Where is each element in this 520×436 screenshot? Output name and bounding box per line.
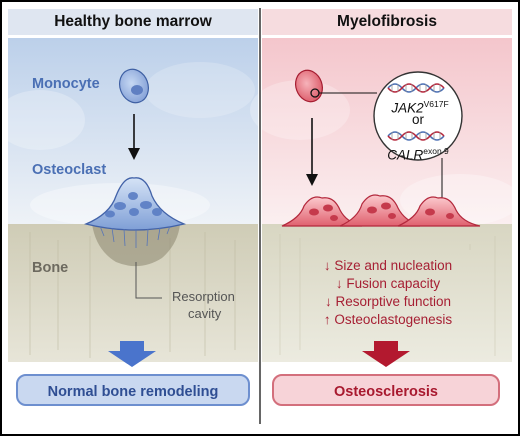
or-label: or xyxy=(411,112,424,127)
jak2-mutation-label: JAK2V617F xyxy=(388,97,452,116)
outcome-arrow-myelofibrosis xyxy=(362,341,410,367)
myelofibrosis-panel-title: Myelofibrosis xyxy=(262,9,512,35)
jak2-variant: V617F xyxy=(423,99,449,109)
effect-item: ↓ Fusion capacity xyxy=(335,276,441,291)
resorption-label-line1: Resorption xyxy=(172,289,235,304)
myelofibrosis-osteoclast xyxy=(397,196,481,227)
healthy-panel-title: Healthy bone marrow xyxy=(8,9,258,35)
differentiation-arrow-healthy xyxy=(128,114,140,160)
resorption-cavity-label: Resorption cavity xyxy=(172,288,235,322)
myelofibrosis-outcome-box: Osteosclerosis xyxy=(272,374,500,406)
monocyte-cell xyxy=(119,68,149,104)
osteoclast-label: Osteoclast xyxy=(32,162,107,178)
monocyte-label: Monocyte xyxy=(32,76,100,92)
effects-list: ↓ Size and nucleation ↓ Fusion capacity … xyxy=(270,257,506,329)
healthy-osteoclast xyxy=(83,177,187,248)
calr-variant: exon 9 xyxy=(423,146,449,156)
dna-helix-icon xyxy=(387,83,445,93)
healthy-outcome-box: Normal bone remodeling xyxy=(16,374,250,406)
mutant-monocyte-cell xyxy=(295,69,323,103)
myelofibrosis-osteoclast xyxy=(339,194,421,227)
bone-label: Bone xyxy=(32,260,69,276)
calr-mutation-label: CALRexon 9 xyxy=(382,144,454,163)
resorption-label-line2: cavity xyxy=(188,306,222,321)
calr-gene: CALR xyxy=(387,147,424,163)
outcome-arrow-healthy xyxy=(108,341,156,367)
resorption-leader-line xyxy=(135,262,162,299)
effect-item: ↓ Resorptive function xyxy=(324,294,452,309)
effect-item: ↑ Osteoclastogenesis xyxy=(323,312,453,327)
differentiation-arrow-myelofibrosis xyxy=(306,118,318,186)
jak2-gene: JAK2 xyxy=(391,100,424,116)
myelofibrosis-osteoclast xyxy=(281,196,363,227)
effect-item: ↓ Size and nucleation xyxy=(323,258,453,273)
dna-helix-icon xyxy=(387,131,445,141)
